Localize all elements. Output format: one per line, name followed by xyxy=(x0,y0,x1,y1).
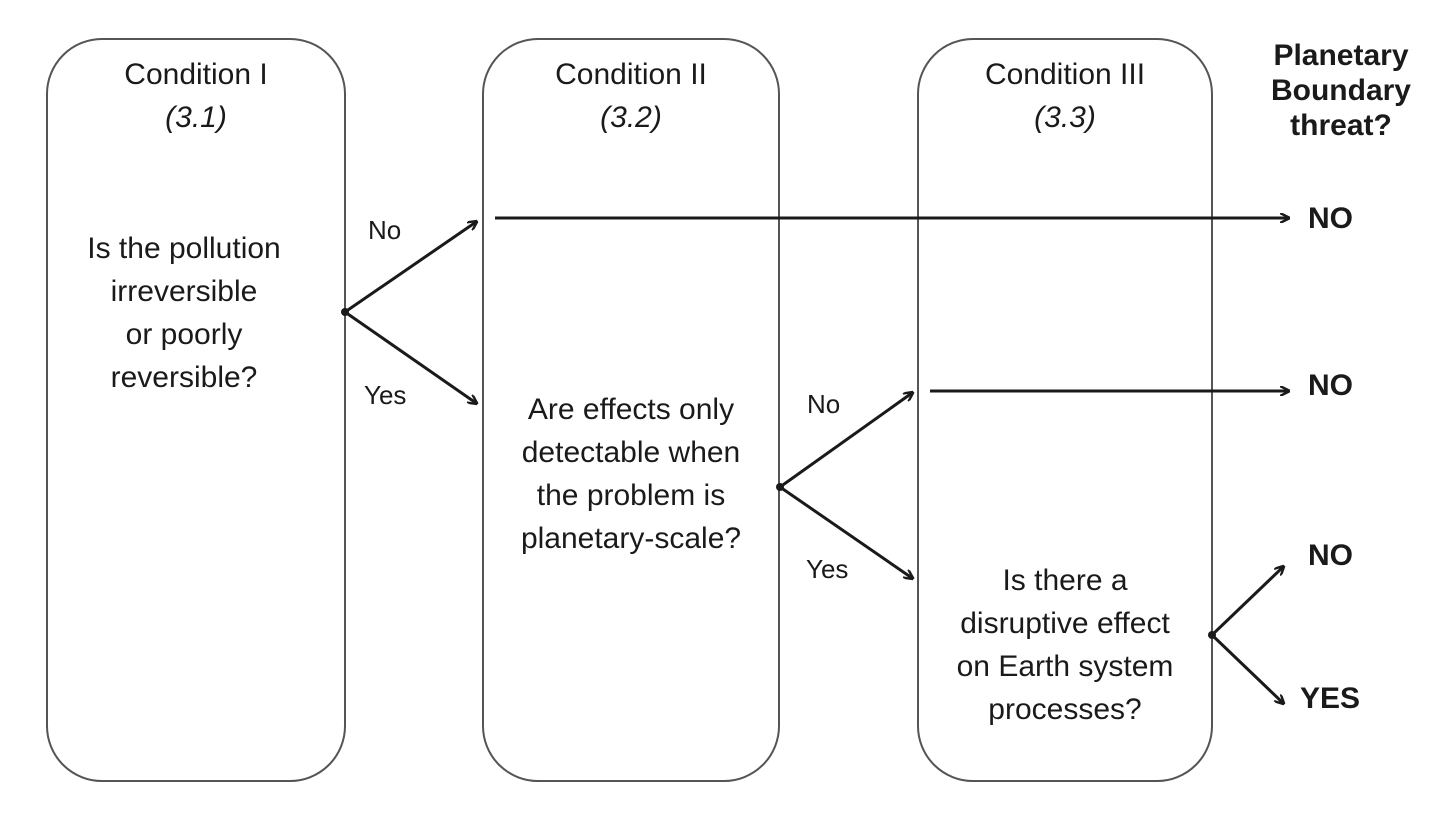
condition-3-question-line: Is there a xyxy=(1002,564,1128,597)
condition-2-question-line: planetary-scale? xyxy=(520,521,742,555)
condition-1-question-line: reversible? xyxy=(110,360,258,394)
outcome-header-line: Boundary xyxy=(1270,74,1411,108)
outcome-1: NO xyxy=(1308,202,1353,235)
condition-1-question-line: or poorly xyxy=(125,317,243,351)
condition-2-question: Are effects only detectable when the pro… xyxy=(482,389,780,561)
c3-yes-arrow xyxy=(1210,633,1283,703)
outcome-3: NO xyxy=(1308,539,1353,572)
condition-2-title: Condition II xyxy=(555,58,707,91)
c1-yes-label: Yes xyxy=(364,380,407,410)
outcome-2: NO xyxy=(1308,369,1353,402)
condition-1-panel xyxy=(46,38,346,782)
outcome-header-line: threat? xyxy=(1290,109,1392,143)
condition-3-question-line: processes? xyxy=(988,692,1142,726)
condition-3-title: Condition III xyxy=(984,58,1146,91)
condition-2-ref: (3.2) xyxy=(600,101,662,134)
outcome-header: Planetary Boundary threat? xyxy=(1246,38,1436,143)
c2-yes-arrow xyxy=(779,485,912,578)
condition-1-question-line: irreversible xyxy=(110,274,258,308)
condition-2-question-line: detectable when xyxy=(521,435,741,469)
c1-no-label: No xyxy=(368,215,402,245)
condition-1-title: Condition I xyxy=(124,58,268,91)
c1-no-arrow xyxy=(344,222,476,314)
condition-1-ref: (3.1) xyxy=(165,101,227,134)
condition-3-question-line: disruptive effect xyxy=(960,606,1170,640)
condition-3-panel xyxy=(917,38,1213,782)
condition-2-question-line: the problem is xyxy=(536,478,726,512)
outcome-4: YES xyxy=(1300,682,1361,715)
c3-no-arrow xyxy=(1210,567,1283,637)
c2-no-arrow xyxy=(779,393,912,489)
condition-3-question: Is there a disruptive effect on Earth sy… xyxy=(917,560,1213,732)
outcome-header-line: Planetary xyxy=(1273,39,1409,72)
c2-yes-label: Yes xyxy=(806,554,849,584)
condition-3-ref: (3.3) xyxy=(1034,101,1096,134)
c2-no-label: No xyxy=(807,389,841,419)
condition-1-question-line: Is the pollution xyxy=(87,232,281,265)
condition-1-question: Is the pollution irreversible or poorly … xyxy=(46,228,322,400)
condition-2-panel xyxy=(482,38,780,782)
c1-yes-arrow xyxy=(344,310,476,403)
condition-2-question-line: Are effects only xyxy=(527,393,735,426)
condition-3-question-line: on Earth system xyxy=(956,649,1174,683)
